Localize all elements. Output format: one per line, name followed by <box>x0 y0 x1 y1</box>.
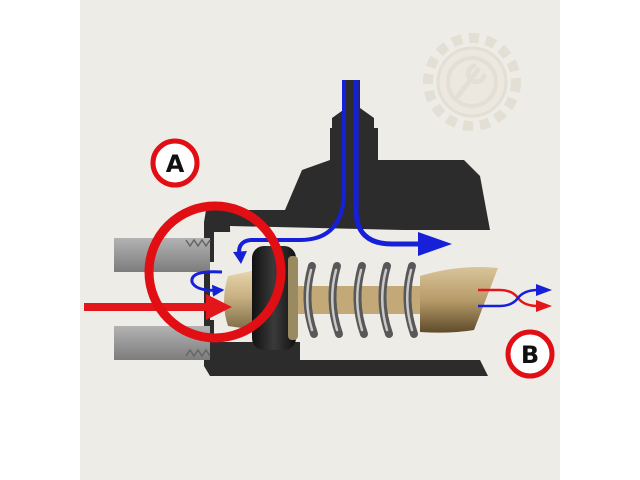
blue-return-arrow-small <box>190 270 225 297</box>
valve-housing <box>204 128 490 376</box>
threaded-block-upper <box>114 238 210 272</box>
blue-flow-arrow <box>233 80 452 264</box>
marker-a-label: A <box>166 150 185 178</box>
outlet-arrows <box>478 284 552 312</box>
marker-b-label: B <box>521 341 539 369</box>
highlight-ring-a <box>144 201 286 343</box>
marker-b: B <box>505 329 555 379</box>
return-spring <box>298 262 426 338</box>
piston <box>224 270 256 330</box>
outlet-tube <box>420 267 498 333</box>
gear-wrench-icon <box>423 33 521 131</box>
marker-a: A <box>150 138 200 188</box>
red-inlet-arrow <box>84 294 232 320</box>
